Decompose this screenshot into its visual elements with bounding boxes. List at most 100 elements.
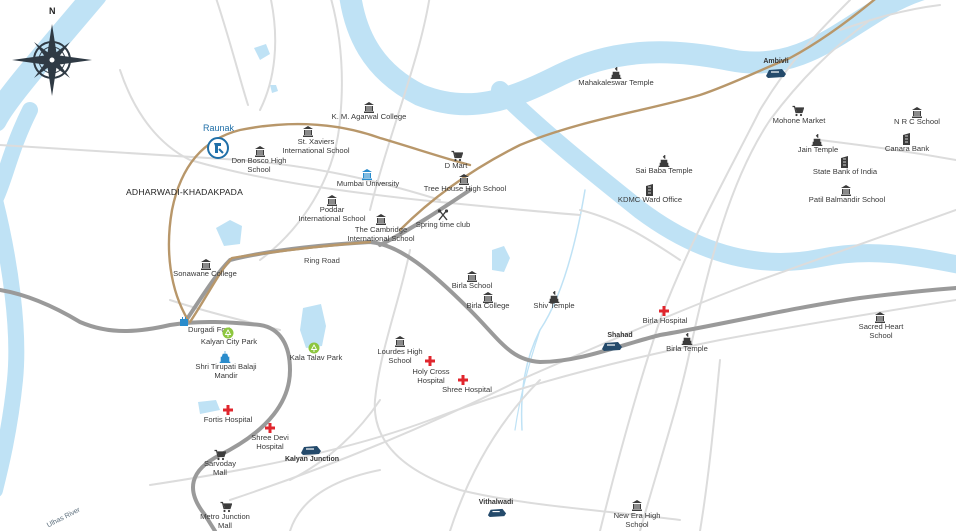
hospital-cross-icon xyxy=(458,375,468,385)
label-metro-junction-mall: Metro Junction Mall xyxy=(200,512,250,530)
river-left-arm xyxy=(0,102,38,207)
label-sarvoday-mall: Sarvoday Mall xyxy=(203,459,237,477)
road-label-ring-road: Ring Road xyxy=(304,256,340,265)
label-new-era: New Era High School xyxy=(613,511,661,529)
temple-icon xyxy=(811,134,823,146)
shopping-cart-icon xyxy=(792,105,804,117)
temple-icon xyxy=(548,291,560,303)
school-icon xyxy=(875,312,885,323)
label-state-bank-of-india: State Bank of India xyxy=(812,167,878,176)
shopping-cart-icon xyxy=(214,449,226,461)
compass-rose xyxy=(12,24,92,96)
label-st-xaviers: St. Xaviers International School xyxy=(282,137,350,155)
hospital-cross-icon xyxy=(223,405,233,415)
label-fortis-hospital: Fortis Hospital xyxy=(203,415,253,424)
label-jain-temple: Jain Temple xyxy=(797,145,839,154)
label-sai-baba-temple: Sai Baba Temple xyxy=(635,166,693,175)
label-sonawane-college: Sonawane College xyxy=(173,269,237,278)
label-birla-school: Birla School xyxy=(451,281,493,290)
station-label-shahad: Shahad xyxy=(607,332,633,339)
station-label-vithalwadi: Vithalwadi xyxy=(478,499,514,506)
label-km-agarwal-college: K. M. Agarwal College xyxy=(331,112,407,121)
label-shree-devi-hospital: Shree Devi Hospital xyxy=(251,433,289,451)
shopping-cart-icon xyxy=(220,501,232,513)
school-icon xyxy=(303,126,313,137)
temple-icon xyxy=(610,67,622,79)
club-icon xyxy=(437,209,449,221)
school-icon xyxy=(395,336,405,347)
hospital-cross-icon xyxy=(265,423,275,433)
school-icon xyxy=(201,259,211,270)
label-kdmc-ward-office: KDMC Ward Office xyxy=(617,195,683,204)
hospital-cross-icon xyxy=(659,306,669,316)
school-icon xyxy=(467,271,477,282)
train-icon xyxy=(301,446,321,455)
park-icon xyxy=(308,342,320,354)
label-birla-college: Birla College xyxy=(466,301,510,310)
label-kalyan-city-park: Kalyan City Park xyxy=(200,337,258,346)
label-shree-hospital: Shree Hospital xyxy=(442,385,492,394)
label-birla-temple: Birla Temple xyxy=(666,344,708,353)
school-icon xyxy=(459,174,469,185)
label-canara-bank: Canara Bank xyxy=(884,144,930,153)
area-label-adharwadi: ADHARWADI-KHADAKPADA xyxy=(126,187,244,197)
label-spring-time-club: Spring time club xyxy=(415,220,471,229)
bank-icon xyxy=(841,156,848,168)
ring-road-layer xyxy=(167,0,876,324)
station-label-kalyan-junction: Kalyan Junction xyxy=(284,456,340,463)
label-holy-cross-hospital: Holy Cross Hospital xyxy=(412,367,450,385)
label-cambridge: The Cambridge International School xyxy=(347,225,415,243)
shopping-cart-icon xyxy=(451,150,463,162)
lakes xyxy=(198,44,510,414)
river-branch xyxy=(491,81,956,274)
temple-icon xyxy=(658,155,670,167)
label-d-mart: D Mart xyxy=(444,161,468,170)
school-icon xyxy=(255,146,265,157)
label-birla-hospital: Birla Hospital xyxy=(642,316,688,325)
university-icon xyxy=(362,169,372,180)
mandir-icon xyxy=(219,351,231,363)
project-label-raunak: Raunak xyxy=(203,123,235,133)
school-icon xyxy=(841,185,851,196)
label-lourdes: Lourdes High School xyxy=(377,347,423,365)
label-tirupati-balaji-mandir: Shri Tirupati Balaji Mandir xyxy=(195,362,257,380)
park-icon xyxy=(222,327,234,339)
office-building-icon xyxy=(646,184,653,196)
label-patil-balmandir: Patil Balmandir School xyxy=(808,195,886,204)
school-icon xyxy=(376,214,386,225)
train-icon xyxy=(766,69,786,78)
ulhas-river xyxy=(0,0,106,131)
project-location-marker-icon[interactable] xyxy=(207,137,229,159)
label-don-bosco: Don Bosco High School xyxy=(231,156,287,174)
school-icon xyxy=(327,195,337,206)
ulhas-river-lower xyxy=(0,193,25,497)
fort-icon xyxy=(180,317,188,326)
river-main xyxy=(339,0,925,116)
major-roads xyxy=(0,188,956,531)
label-mahakaleswar-temple: Mahakaleswar Temple xyxy=(578,78,654,87)
label-mumbai-university: Mumbai University xyxy=(336,179,400,188)
temple-icon xyxy=(681,333,693,345)
compass-north-label: N xyxy=(49,6,56,16)
label-poddar: Poddar International School xyxy=(298,205,366,223)
label-shiv-temple: Shiv Temple xyxy=(533,301,575,310)
water-layer xyxy=(0,0,956,497)
bank-icon xyxy=(903,133,910,145)
label-tree-house: Tree House High School xyxy=(423,184,507,193)
hospital-cross-icon xyxy=(425,356,435,366)
label-kala-talav-park: Kala Talav Park xyxy=(289,353,343,362)
station-label-ambivli: Ambivli xyxy=(763,58,789,65)
school-icon xyxy=(632,500,642,511)
label-sacred-heart: Sacred Heart School xyxy=(858,322,904,340)
school-icon xyxy=(912,107,922,118)
label-durgadi-fort: Durgadi Fort xyxy=(188,325,231,334)
school-icon xyxy=(483,292,493,303)
train-icon xyxy=(487,508,507,518)
label-mohone-market: Mohone Market xyxy=(772,116,826,125)
train-icon xyxy=(602,342,622,351)
school-icon xyxy=(364,102,374,113)
label-nrc-school: N R C School xyxy=(893,117,941,126)
